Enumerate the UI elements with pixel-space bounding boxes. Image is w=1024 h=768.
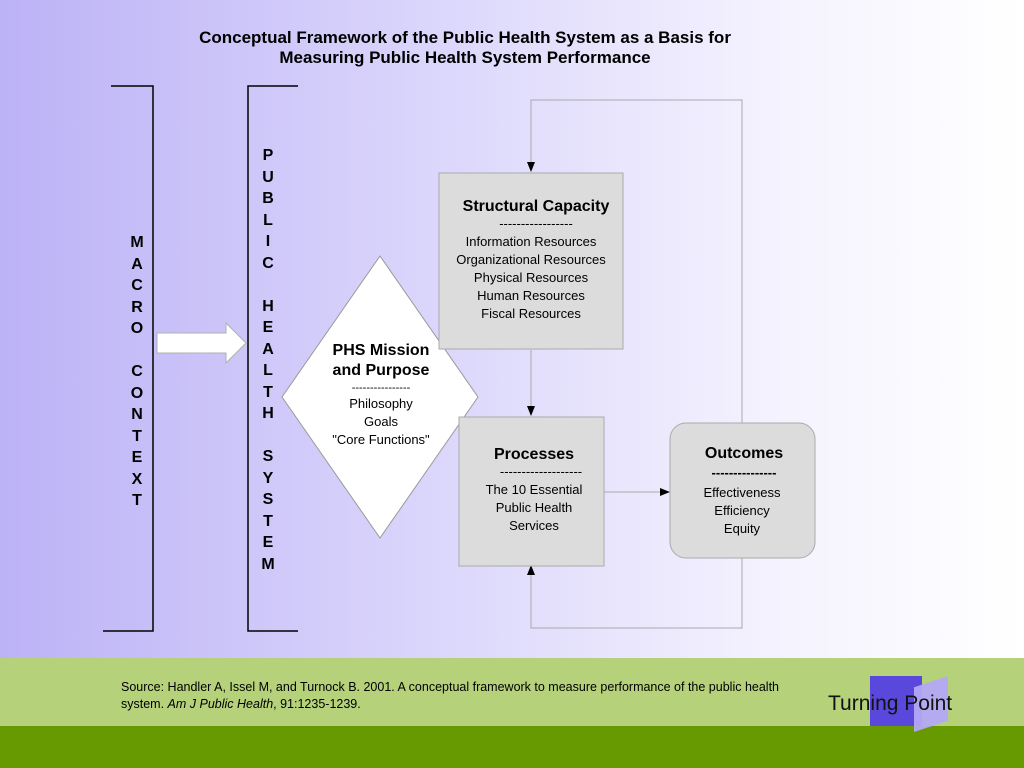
outcomes-title: Outcomes bbox=[704, 445, 784, 462]
public-health-system-letter: T bbox=[263, 512, 273, 530]
public-health-system-letter: H bbox=[262, 297, 274, 315]
processes-item-1: The 10 Essential bbox=[485, 482, 583, 497]
macro-context-letter: X bbox=[131, 470, 143, 488]
mission-title-line-2: and Purpose bbox=[332, 362, 430, 379]
structural-capacity-title: Structural Capacity bbox=[462, 198, 610, 215]
structural-capacity-box bbox=[438, 172, 624, 350]
title-line-1: Conceptual Framework of the Public Healt… bbox=[199, 28, 731, 47]
processes-item-3: Services bbox=[509, 518, 559, 533]
processes-box bbox=[458, 416, 605, 567]
public-health-system-letter: H bbox=[262, 405, 274, 422]
outcomes-divider: --------------- bbox=[711, 465, 777, 480]
structural-capacity-divider: ----------------- bbox=[499, 216, 573, 231]
public-health-system-letter: P bbox=[262, 147, 274, 164]
capacity-item-information: Information Resources bbox=[465, 234, 597, 249]
mission-item-core-functions: "Core Functions" bbox=[332, 432, 430, 447]
mission-item-philosophy: Philosophy bbox=[349, 396, 413, 411]
source-prefix: Source: Handler A, Issel M, and Turnock … bbox=[121, 680, 779, 711]
public-health-system-letter bbox=[253, 425, 283, 447]
macro-context-letter: M bbox=[130, 234, 144, 251]
mission-item-goals: Goals bbox=[364, 414, 398, 429]
macro-context-letter: C bbox=[131, 277, 143, 294]
context-to-system-arrow bbox=[156, 321, 247, 365]
mission-text: PHS Mission and Purpose ----------------… bbox=[310, 341, 452, 449]
source-journal: Am J Public Health bbox=[167, 697, 274, 711]
slide-title: Conceptual Framework of the Public Healt… bbox=[0, 28, 930, 68]
outcomes-text: Outcomes --------------- Effectiveness E… bbox=[672, 444, 816, 538]
outcomes-item-efficiency: Efficiency bbox=[714, 503, 770, 518]
footer-band bbox=[0, 658, 1024, 726]
outcomes-box bbox=[669, 422, 816, 559]
public-health-system-letter: C bbox=[262, 254, 274, 272]
public-health-system-letter: A bbox=[262, 340, 274, 358]
public-health-system-letter: L bbox=[263, 362, 273, 379]
capacity-item-fiscal: Fiscal Resources bbox=[481, 306, 581, 321]
public-health-system-letter: B bbox=[262, 190, 274, 207]
macro-context-letter: T bbox=[132, 427, 142, 445]
feedback-loop bbox=[530, 99, 743, 629]
macro-context-bracket bbox=[103, 85, 154, 632]
public-health-system-letter: T bbox=[263, 383, 273, 401]
public-health-system-letter: E bbox=[262, 534, 274, 551]
public-health-system-bracket bbox=[247, 85, 298, 632]
public-health-system-letter: Y bbox=[262, 469, 274, 487]
source-citation: Source: Handler A, Issel M, and Turnock … bbox=[121, 679, 811, 713]
macro-context-letter: O bbox=[130, 320, 144, 337]
public-health-system-letter: M bbox=[261, 555, 275, 573]
source-suffix: , 91:1235-1239. bbox=[273, 697, 361, 711]
logo-text: Turning Point bbox=[828, 692, 953, 715]
capacity-item-human: Human Resources bbox=[477, 288, 585, 303]
public-health-system-letter: L bbox=[263, 211, 273, 229]
public-health-system-letter: U bbox=[262, 168, 274, 186]
public-health-system-letter: E bbox=[262, 319, 274, 336]
framework-diagram bbox=[103, 85, 816, 632]
macro-context-letter: T bbox=[132, 492, 142, 509]
macro-context-letter: O bbox=[130, 384, 144, 402]
macro-context-letter: E bbox=[131, 449, 143, 466]
mission-title-line-1: PHS Mission bbox=[332, 342, 430, 359]
logo-square-icon bbox=[870, 676, 922, 726]
processes-title: Processes bbox=[493, 446, 575, 463]
processes-divider: ------------------- bbox=[499, 464, 583, 479]
macro-context-letter: N bbox=[131, 406, 143, 423]
capacity-item-organizational: Organizational Resources bbox=[456, 252, 606, 267]
macro-context-letter bbox=[122, 340, 152, 362]
turning-point-logo: Turning Point bbox=[826, 674, 976, 734]
outcomes-item-equity: Equity bbox=[723, 521, 761, 536]
macro-context-letter: R bbox=[131, 298, 143, 316]
title-line-2: Measuring Public Health System Performan… bbox=[279, 48, 651, 67]
public-health-system-letter bbox=[253, 274, 283, 296]
macro-context-letter: C bbox=[131, 363, 143, 380]
mission-diamond bbox=[281, 255, 479, 539]
outcomes-item-effectiveness: Effectiveness bbox=[703, 485, 781, 500]
public-health-system-letter: S bbox=[262, 448, 274, 465]
processes-item-2: Public Health bbox=[495, 500, 573, 515]
capacity-item-physical: Physical Resources bbox=[473, 270, 589, 285]
macro-context-letter: A bbox=[131, 255, 143, 273]
public-health-system-letter: I bbox=[265, 233, 271, 250]
processes-text: Processes ------------------- The 10 Ess… bbox=[462, 445, 606, 535]
public-health-system-letter: S bbox=[262, 491, 274, 508]
mission-divider: ---------------- bbox=[351, 382, 411, 394]
footer-dark-band bbox=[0, 726, 1024, 768]
structural-capacity-text: Structural Capacity ----------------- In… bbox=[439, 197, 633, 323]
